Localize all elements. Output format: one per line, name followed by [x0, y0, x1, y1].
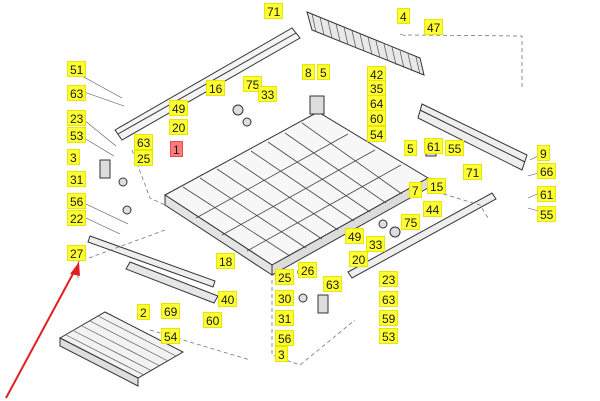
callout-label: 63 [67, 85, 87, 101]
callout-label: 23 [379, 271, 399, 287]
callout-label: 33 [366, 236, 386, 252]
pointer-arrow [5, 262, 80, 399]
callout-label: 42 [367, 66, 387, 82]
callout-label: 5 [317, 64, 330, 80]
callout-label: 75 [401, 214, 421, 230]
callout-label: 44 [423, 201, 443, 217]
callout-label: 63 [323, 276, 343, 292]
callout-label: 3 [275, 346, 288, 362]
callout-label: 71 [264, 3, 284, 19]
callout-label: 60 [203, 312, 223, 328]
callout-label: 60 [367, 110, 387, 126]
callout-label: 49 [345, 228, 365, 244]
callout-label: 61 [537, 186, 557, 202]
callout-label: 27 [67, 245, 87, 261]
callout-label: 53 [379, 328, 399, 344]
callout-label: 16 [206, 80, 226, 96]
callout-label: 7 [409, 182, 422, 198]
callout-label: 51 [67, 61, 87, 77]
callout-label: 8 [302, 64, 315, 80]
callout-label: 75 [243, 76, 263, 92]
callout-label: 63 [134, 134, 154, 150]
callout-label: 4 [397, 8, 410, 24]
callout-label: 25 [134, 150, 154, 166]
callout-label: 35 [367, 80, 387, 96]
callout-label: 18 [216, 253, 236, 269]
callout-label: 15 [427, 178, 447, 194]
dash-lines [77, 34, 523, 366]
profile-40 [125, 261, 219, 304]
callout-label: 25 [275, 269, 295, 285]
right-rail [347, 192, 497, 279]
callout-label: 33 [258, 86, 278, 102]
callout-label: 59 [379, 310, 399, 326]
callout-label: 5 [404, 140, 417, 156]
callout-label: 2 [137, 304, 150, 320]
callout-label: 22 [67, 210, 87, 226]
callout-label: 3 [67, 149, 80, 165]
callout-label: 71 [463, 164, 483, 180]
left-bar [87, 235, 216, 288]
callout-label: 64 [367, 95, 387, 111]
callout-label: 30 [275, 290, 295, 306]
callout-label: 54 [161, 328, 181, 344]
callout-label: 69 [161, 303, 181, 319]
callout-label: 63 [379, 291, 399, 307]
callout-label: 54 [367, 126, 387, 142]
callout-label: 47 [424, 19, 444, 35]
callout-label: 20 [349, 251, 369, 267]
callout-label: 31 [275, 310, 295, 326]
small-grille [58, 311, 185, 387]
callout-label: 55 [537, 206, 557, 222]
main-frame [164, 111, 429, 276]
callout-label: 61 [424, 138, 444, 154]
callout-label: 56 [67, 193, 87, 209]
callout-label: 40 [218, 291, 238, 307]
callout-label: 9 [537, 145, 550, 161]
callout-label: 55 [445, 140, 465, 156]
right-bracket [417, 103, 528, 171]
callout-label: 23 [67, 110, 87, 126]
callout-label: 53 [67, 127, 87, 143]
callout-label: 26 [298, 262, 318, 278]
callout-label: 66 [537, 163, 557, 179]
callout-label: 31 [67, 171, 87, 187]
callout-label-highlighted: 1 [170, 141, 183, 157]
callout-label: 20 [169, 119, 189, 135]
callout-label: 49 [169, 100, 189, 116]
callout-label: 56 [275, 330, 295, 346]
ribbed-top-panel [306, 11, 425, 76]
